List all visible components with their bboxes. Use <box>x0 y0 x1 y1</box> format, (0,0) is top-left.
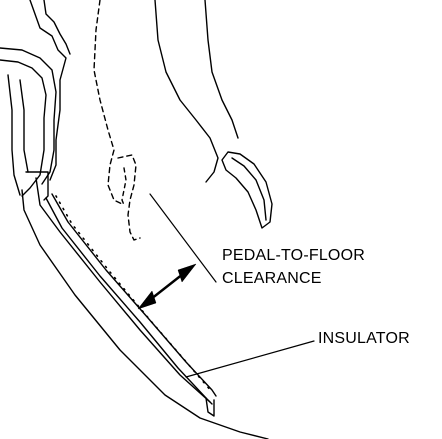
pedal-pad <box>221 151 273 229</box>
insulator <box>45 193 217 417</box>
insulator-leader-line <box>185 340 315 378</box>
pedal-arm <box>154 0 239 183</box>
foot-outline <box>93 0 141 241</box>
clearance-arrow <box>137 263 197 310</box>
clearance-label-line1: PEDAL-TO-FLOOR <box>222 247 365 264</box>
firewall-panel <box>0 0 71 197</box>
insulator-label: INSULATOR <box>318 330 410 347</box>
clearance-leader-line <box>149 193 217 283</box>
clearance-label-line2: CLEARANCE <box>222 270 322 287</box>
